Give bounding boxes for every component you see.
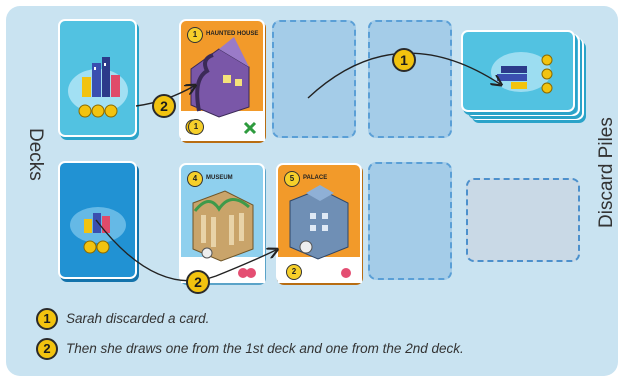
legend-1-text: Sarah discarded a card.: [66, 311, 209, 326]
legend-2-marker: 2: [36, 338, 58, 360]
legend-1-marker: 1: [36, 308, 58, 330]
step-1-marker: 1: [392, 48, 416, 72]
step-2-marker-row1: 2: [152, 94, 176, 118]
rules-panel: Decks Discard Piles 1 HAUNTED HOUSE: [6, 6, 618, 376]
legend-2-text: Then she draws one from the 1st deck and…: [66, 341, 464, 356]
step-2-marker-row2: 2: [186, 270, 210, 294]
arrow-draw-deck2: [96, 220, 276, 281]
